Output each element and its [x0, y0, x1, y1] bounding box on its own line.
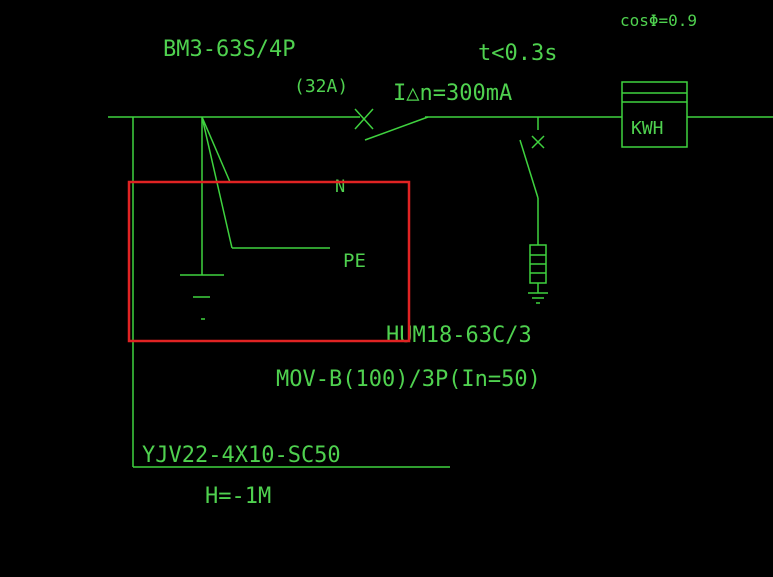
spd-switch-blade — [519, 139, 539, 199]
n-branch-line — [201, 116, 231, 183]
leakage-current-label: I△n=300mA — [393, 81, 512, 106]
pe-label: PE — [343, 250, 366, 272]
breaker-x-mark-b — [354, 108, 374, 130]
burial-depth-label: H=-1M — [205, 484, 271, 509]
breaker-rating-label: (32A) — [294, 76, 348, 97]
kwh-meter-label: KWH — [631, 118, 664, 139]
spd-x-mark-b — [531, 135, 545, 149]
breaker-blade — [364, 116, 429, 141]
trip-time-label: t<0.3s — [478, 41, 557, 66]
breaker-model-label: BM3-63S/4P — [163, 37, 295, 62]
surge-breaker-model-label: HUM18-63C/3 — [386, 323, 532, 348]
cable-spec-label: YJV22-4X10-SC50 — [142, 443, 341, 468]
kwh-meter-box[interactable] — [621, 81, 688, 148]
selection-highlight-box[interactable] — [127, 180, 411, 343]
surge-protector-model-label: MOV-B(100)/3P(In=50) — [276, 367, 541, 392]
neutral-label: N — [335, 177, 345, 197]
power-factor-label: cosΦ=0.9 — [620, 11, 697, 30]
